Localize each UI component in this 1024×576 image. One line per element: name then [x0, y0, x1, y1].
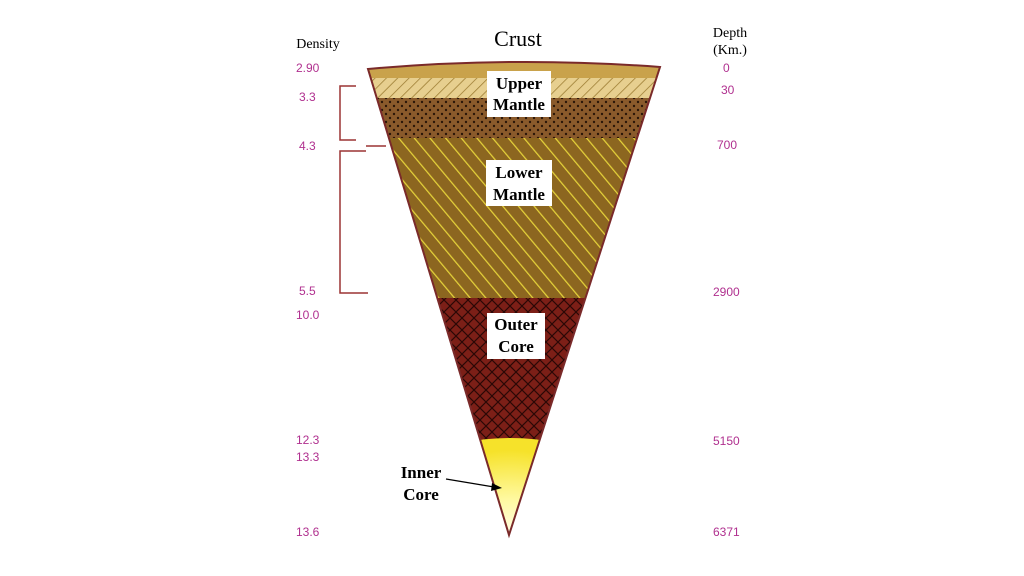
inner-core-layer [440, 438, 580, 535]
depth-unit-label: (Km.) [713, 43, 747, 58]
density-value: 12.3 [296, 433, 320, 447]
depth-value: 6371 [713, 525, 740, 539]
depth-value: 5150 [713, 434, 740, 448]
upper-mantle-label-line1: Upper [496, 74, 543, 93]
inner-core-arrowhead [491, 483, 502, 491]
depth-header: Depth [713, 26, 747, 41]
density-value: 4.3 [299, 139, 316, 153]
lower-mantle-bracket [339, 150, 368, 294]
crust-label: Crust [494, 26, 542, 51]
depth-value: 2900 [713, 285, 740, 299]
depth-scale: 0 30 700 2900 5150 6371 [713, 61, 740, 539]
depth-value: 700 [717, 138, 737, 152]
depth-value: 30 [721, 83, 735, 97]
density-value: 5.5 [299, 284, 316, 298]
upper-mantle-bracket [339, 85, 356, 141]
density-value: 2.90 [296, 61, 320, 75]
density-scale: 2.90 3.3 4.3 5.5 10.0 12.3 13.3 13.6 [296, 61, 320, 539]
lower-mantle-label-box [486, 160, 552, 206]
outer-core-label-line2: Core [498, 337, 534, 356]
inner-core-label-line1: Inner [401, 463, 442, 482]
upper-mantle-label-box [487, 71, 551, 117]
inner-core-arrow [445, 478, 495, 488]
density-value: 10.0 [296, 308, 320, 322]
density-header: Density [296, 37, 340, 52]
outer-core-label-box [487, 313, 545, 359]
density-value: 13.3 [296, 450, 320, 464]
earth-wedge [368, 61, 660, 535]
outer-core-label-line1: Outer [494, 315, 538, 334]
crust-layer [368, 61, 660, 78]
lower-mantle-label-line2: Mantle [493, 185, 545, 204]
density-value: 13.6 [296, 525, 320, 539]
inner-core-label-line2: Core [403, 485, 439, 504]
upper-mantle-label-line2: Mantle [493, 95, 545, 114]
depth-value: 0 [723, 61, 730, 75]
wedge-outline [366, 60, 662, 539]
lower-mantle-label-line1: Lower [495, 163, 543, 182]
density-value: 3.3 [299, 90, 316, 104]
